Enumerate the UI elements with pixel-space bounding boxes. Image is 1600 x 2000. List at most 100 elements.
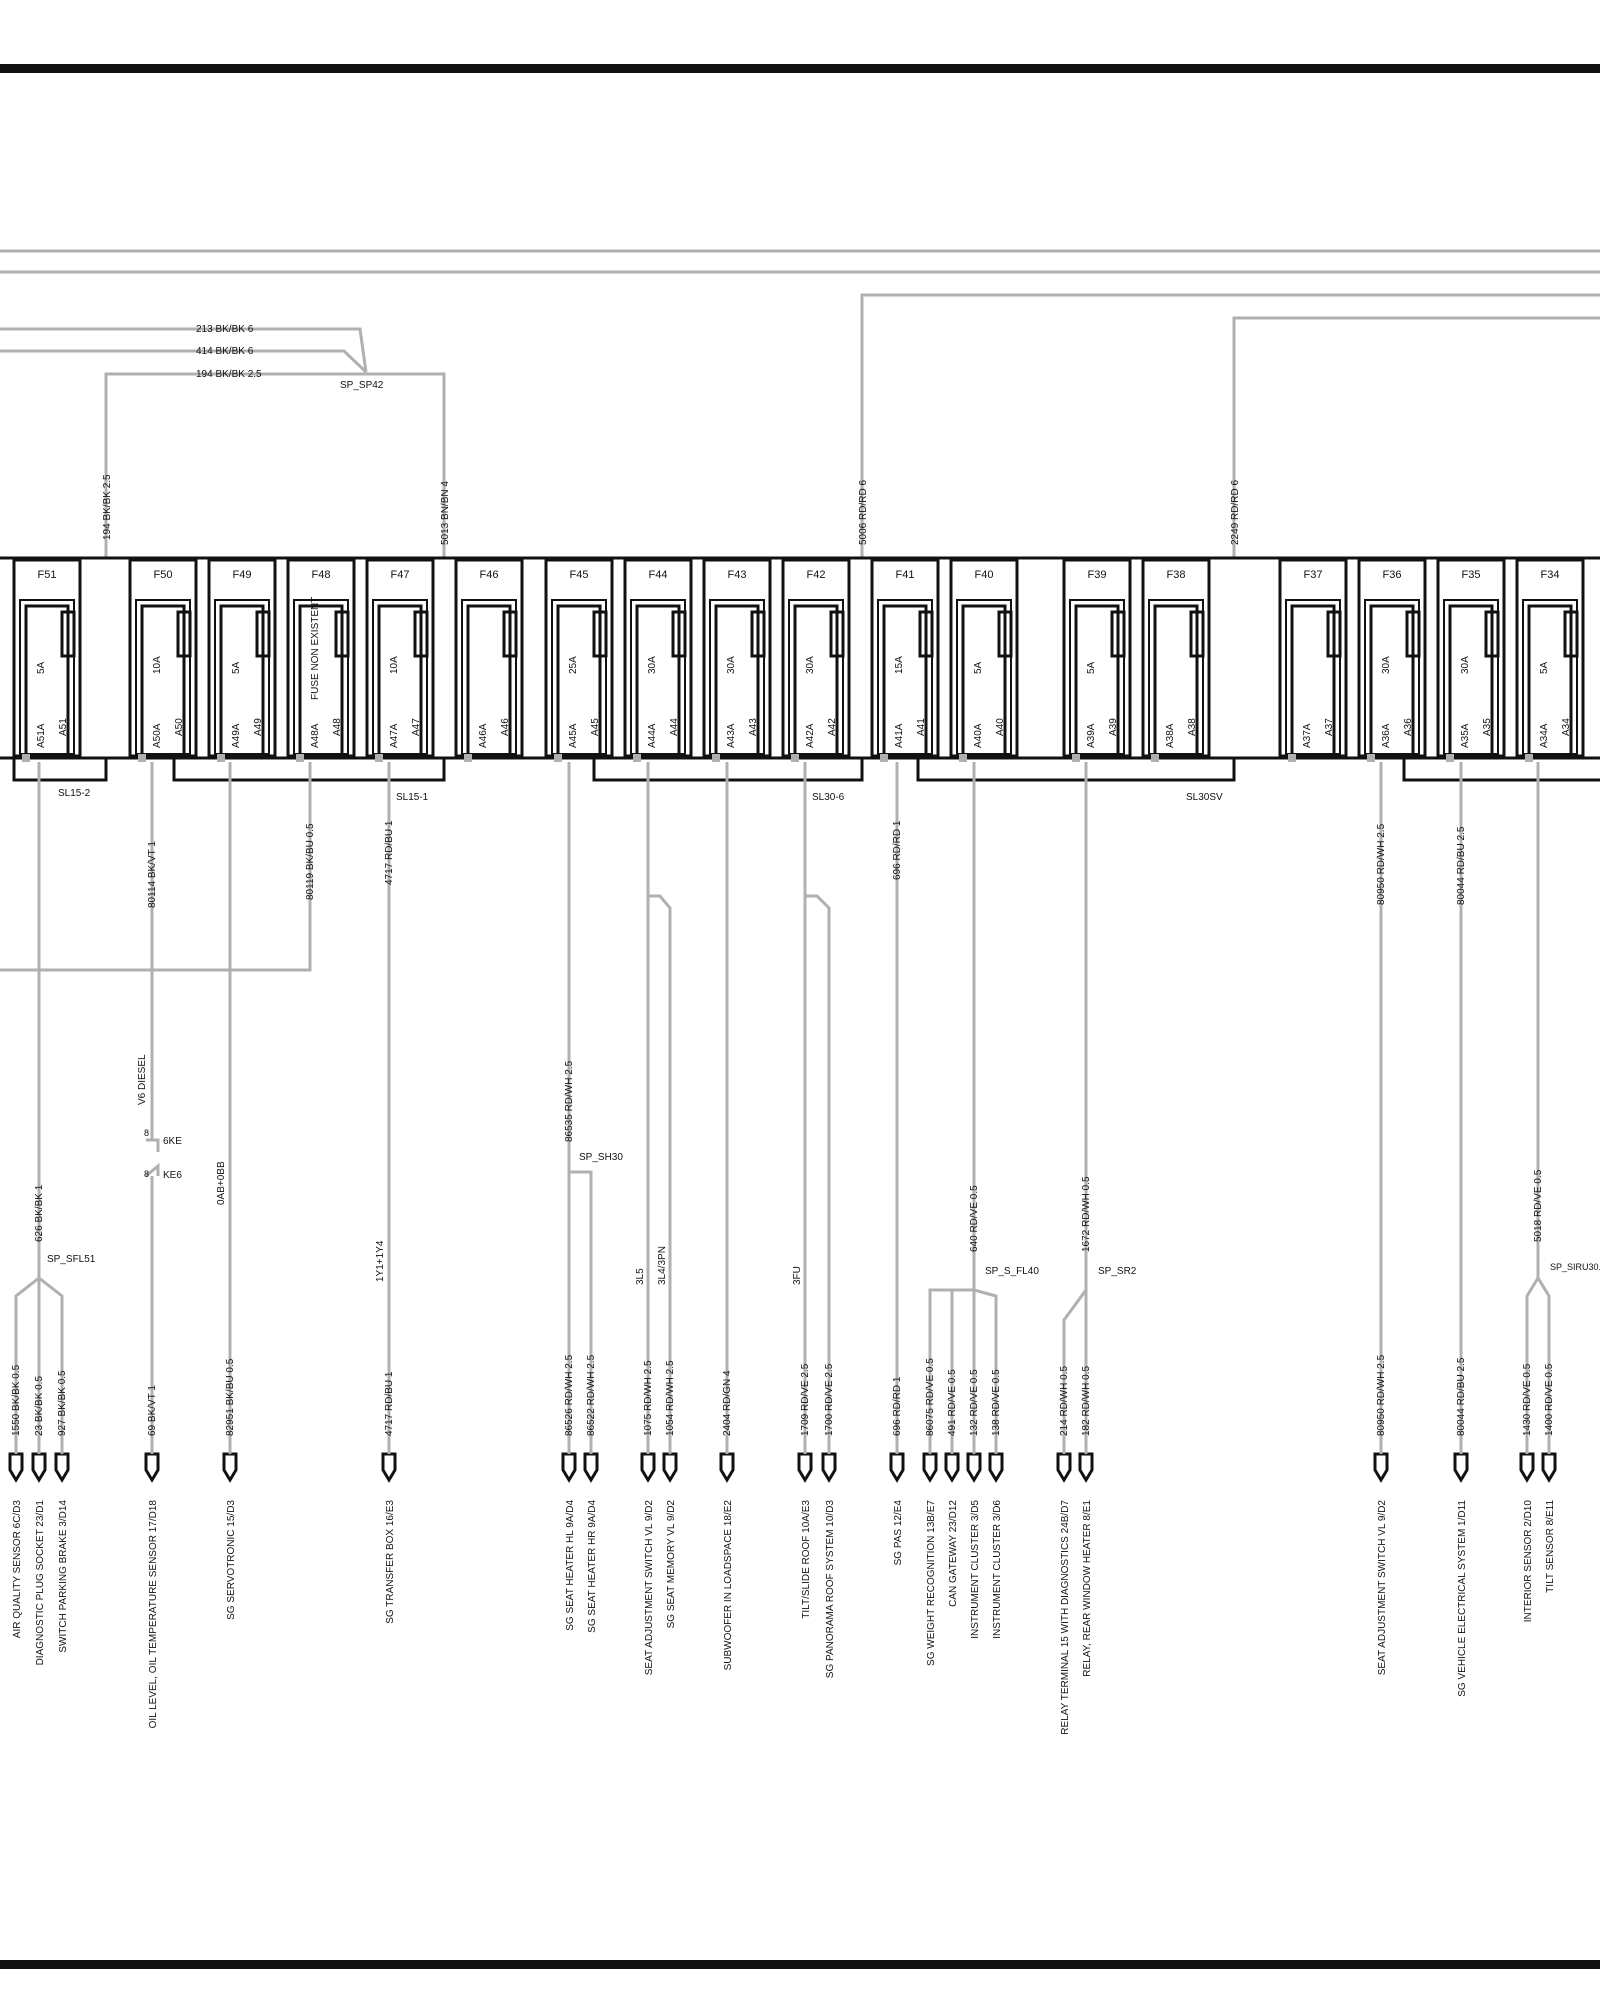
fuse-tap-f42: [791, 754, 799, 762]
fuse-pin-b-f41: A41: [916, 718, 927, 736]
wire-label-bottom-18: 138 RD/VE 0.5: [991, 1369, 1002, 1436]
splice-sh30: [567, 1170, 593, 1438]
fuse-cell-f44: [623, 558, 693, 758]
consumer-label-17: INSTRUMENT CLUSTER 3/D5: [970, 1500, 981, 1639]
fuse-pin-b-f45: A45: [590, 718, 601, 736]
fuse-id-f36: F36: [1383, 569, 1402, 581]
terminal-arrow-15: [922, 1452, 938, 1483]
fuse-frame-f37: [1285, 599, 1341, 755]
fuse-rating-f34: 5A: [1539, 661, 1550, 674]
splice-label-sh30: SP_SH30: [579, 1152, 623, 1163]
wire-label-1672: 1672 RD/WH 0.5: [1081, 1176, 1092, 1252]
fuse-rating-f35: 30A: [1460, 656, 1471, 674]
bus-sl15-2: [12, 758, 108, 782]
fuse-frame-f42: [788, 599, 844, 755]
fuse-loop-f35: [1448, 604, 1494, 754]
wire-label-bottom-13: 1700 RD/VE 2.5: [824, 1363, 835, 1436]
consumer-label-23: INTERIOR SENSOR 2/D10: [1523, 1500, 1534, 1623]
wire-5006: [860, 293, 1600, 558]
consumer-label-20: RELAY, REAR WINDOW HEATER 8/E1: [1082, 1500, 1093, 1677]
fuse-cell-f42: [781, 558, 851, 758]
fuse-cell-f45: [544, 558, 614, 758]
fuse-pin-a-f38: A38A: [1165, 723, 1176, 748]
fuse-loop-f46: [466, 604, 512, 754]
fuse-id-f41: F41: [896, 569, 915, 581]
consumer-label-19: RELAY TERMINAL 15 WITH DIAGNOSTICS 24B/D…: [1060, 1500, 1071, 1735]
fuse-tap-f35: [1446, 754, 1454, 762]
terminal-arrow-4: [144, 1452, 160, 1483]
fuse-rating-f47: 10A: [389, 656, 400, 674]
fuse-loop-f39: [1074, 604, 1120, 754]
fuse-pin-b-f48: A48: [332, 718, 343, 736]
fuse-frame-f45: [551, 599, 607, 755]
consumer-label-14: SG PAS 12/E4: [893, 1500, 904, 1566]
fuse-pin-b-f35: A35: [1482, 718, 1493, 736]
connector-label-1y1: 1Y1+1Y4: [375, 1240, 386, 1282]
fuse-loop-f51: [24, 604, 70, 754]
fuse-frame-f47: [372, 599, 428, 755]
connector-label-3l4: 3L4/3PN: [657, 1246, 668, 1285]
wire-label-bottom-19: 214 RD/WH 0.5: [1059, 1366, 1070, 1436]
connector-label-3fu: 3FU: [792, 1266, 803, 1285]
fuse-pin-a-f45: A45A: [568, 723, 579, 748]
fuse-pin-b-f50: A50: [174, 718, 185, 736]
fuse-cell-f40: [949, 558, 1019, 758]
wire-label-213: 213 BK/BK 6: [196, 324, 254, 335]
fuse-tap-f38: [1151, 754, 1159, 762]
fuse-pin-a-f42: A42A: [805, 723, 816, 748]
terminal-arrow-7: [561, 1452, 577, 1483]
wire-label-bottom-22: 80044 RD/BU 2.5: [1456, 1357, 1467, 1436]
fuse-id-f39: F39: [1088, 569, 1107, 581]
wire-label-bottom-17: 132 RD/VE 0.5: [969, 1369, 980, 1436]
splice-s-fl40-right: [973, 1288, 998, 1438]
splice-label-sp42: SP_SP42: [340, 380, 384, 391]
wire-label-bottom-23: 1430 RD/VE 0.5: [1522, 1363, 1533, 1436]
consumer-label-2: DIAGNOSTIC PLUG SOCKET 23/D1: [35, 1500, 46, 1666]
terminal-arrow-10: [662, 1452, 678, 1483]
fuse-id-f45: F45: [570, 569, 589, 581]
wire-label-414: 414 BK/BK 6: [196, 346, 254, 357]
fuse-rating-f49: 5A: [231, 661, 242, 674]
wire-label-626: 626 BK/BK 1: [34, 1184, 45, 1242]
fuse-tap-f49: [217, 754, 225, 762]
fuse-id-f35: F35: [1462, 569, 1481, 581]
wire-label-bottom-10: 1054 RD/WH 2.5: [665, 1360, 676, 1436]
label-v6-diesel: V6 DIESEL: [137, 1054, 148, 1105]
wire-label-bottom-15: 86075 RD/VE 0.5: [925, 1358, 936, 1436]
terminal-arrow-9: [640, 1452, 656, 1483]
fuse-frame-f48: [293, 599, 349, 755]
fuse-cell-f49: [207, 558, 277, 758]
fuse-pin-a-f46: A46A: [478, 723, 489, 748]
wire-label-696: 696 RD/RD 1: [892, 820, 903, 880]
splice-label-sfl51: SP_SFL51: [47, 1254, 96, 1265]
terminal-arrow-2: [31, 1452, 47, 1483]
fuse-pin-a-f51: A51A: [36, 723, 47, 748]
fuse-loop-f48: [298, 604, 344, 754]
fuse-tap-f45: [554, 754, 562, 762]
wire-label-bottom-9: 1075 RD/WH 2.5: [643, 1360, 654, 1436]
fuse-pin-b-f51: A51: [58, 718, 69, 736]
bus-label-sl15-2: SL15-2: [58, 788, 91, 799]
fuse-loop-f37: [1290, 604, 1336, 754]
fuse-tap-f34: [1525, 754, 1533, 762]
fuse-cell-f48: [286, 558, 356, 758]
consumer-label-1: AIR QUALITY SENSOR 6C/D3: [12, 1500, 23, 1639]
fuse-pin-a-f47: A47A: [389, 723, 400, 748]
wire-label-bottom-3: 927 BK/BK 0.5: [57, 1370, 68, 1436]
wire-414: [0, 349, 368, 374]
fuse-pin-b-f36: A36: [1403, 718, 1414, 736]
fuse-tap-f44: [633, 754, 641, 762]
fuse-loop-f45: [556, 604, 602, 754]
terminal-arrow-8: [583, 1452, 599, 1483]
fuse-rating-f48: FUSE NON EXISTENT: [310, 597, 321, 700]
splice-siru30: [1525, 1275, 1551, 1438]
fuse-rating-f42: 30A: [805, 656, 816, 674]
consumer-label-16: CAN GATEWAY 23/D12: [948, 1500, 959, 1607]
wire-label-bottom-5: 82951 BK/BU 0.5: [225, 1358, 236, 1436]
consumer-label-21: SEAT ADJUSTMENT SWITCH VL 9/D2: [1377, 1500, 1388, 1676]
fuse-frame-f34: [1522, 599, 1578, 755]
fuse-pin-a-f36: A36A: [1381, 723, 1392, 748]
fuse-tap-f37: [1288, 754, 1296, 762]
fuse-pin-b-f39: A39: [1108, 718, 1119, 736]
